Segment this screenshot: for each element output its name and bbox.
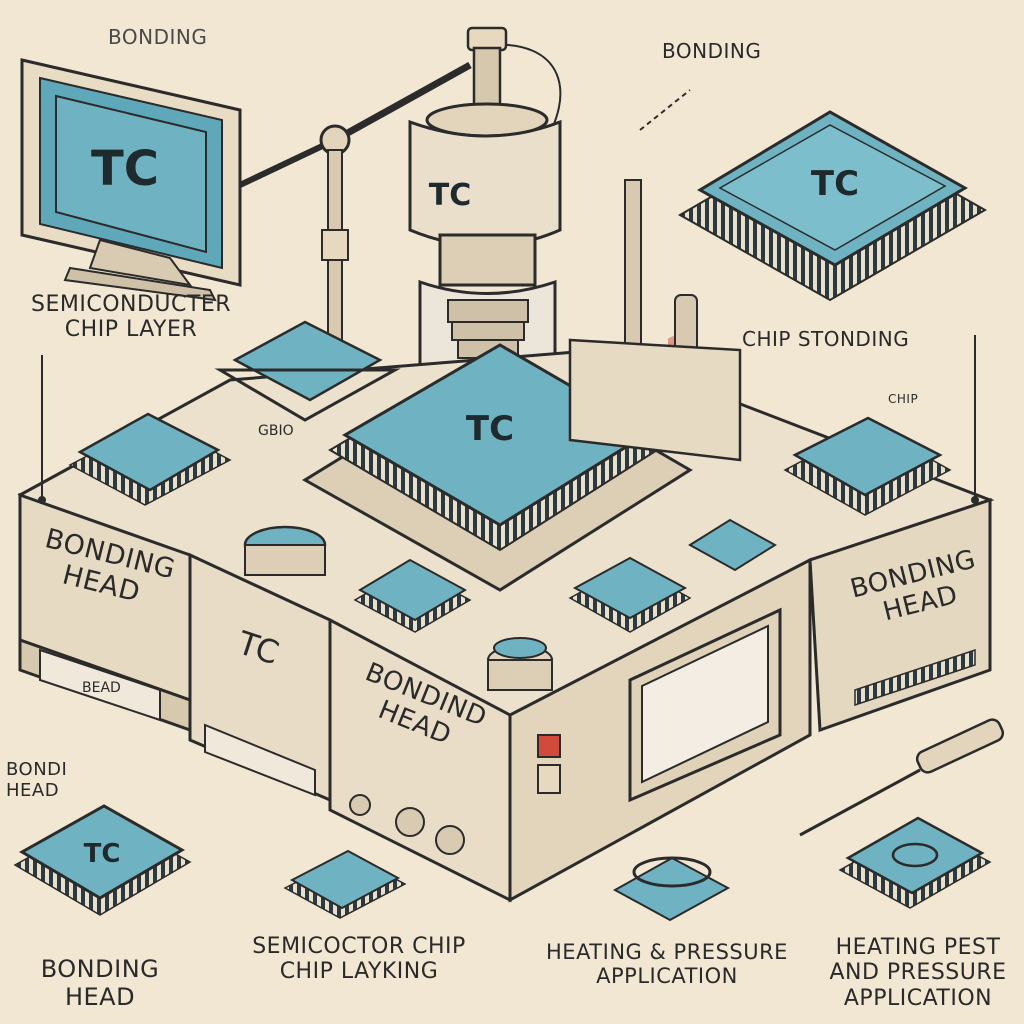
small-chip-label: GBIO bbox=[258, 423, 294, 439]
label-hpr-line2: AND PRESSURE bbox=[829, 960, 1007, 986]
label-small-right: CHIP bbox=[888, 392, 919, 406]
label-bondi-line2: HEAD bbox=[6, 779, 60, 801]
small-chips: GBIO bbox=[68, 179, 952, 691]
label-hpr-line3: APPLICATION bbox=[843, 985, 993, 1011]
label-sc-line2: CHIP LAYKING bbox=[279, 959, 439, 985]
label-semiconductor-chip: SEMICOCTOR CHIP CHIP LAYKING bbox=[214, 934, 504, 985]
label-sc-line1: SEMICOCTOR CHIP bbox=[252, 934, 466, 959]
label-semi-line2: CHIP LAYER bbox=[64, 317, 198, 343]
label-bottom-bonding-head: BONDING HEAD bbox=[20, 955, 180, 1011]
label-bbh-line2: HEAD bbox=[64, 982, 136, 1011]
top-right-chip: TC bbox=[677, 110, 988, 302]
label-top-right-bonding: BONDING bbox=[662, 39, 762, 63]
label-heating-pressure-right: HEATING PEST AND PRESSURE APPLICATION bbox=[818, 935, 1018, 1011]
bottom-items: TC bbox=[13, 89, 1005, 922]
label-semiconductor-chip-layer: SEMICONDUCTER CHIP LAYER bbox=[6, 292, 256, 343]
top-right-chip-tc-text: TC bbox=[811, 164, 859, 204]
label-semi-line1: SEMICONDUCTER bbox=[31, 292, 231, 317]
monitor-tc-text: TC bbox=[91, 141, 159, 197]
label-chip-stonding: CHIP STONDING bbox=[742, 327, 910, 351]
front-panel-small-text: BEAD bbox=[82, 680, 121, 696]
overhead-arm bbox=[238, 43, 562, 391]
head-tc-text: TC bbox=[429, 178, 471, 213]
label-hpr-line1: HEATING PEST bbox=[835, 935, 1001, 960]
label-hp-line1: HEATING & PRESSURE bbox=[546, 940, 788, 964]
label-bondi-head: BONDI HEAD bbox=[6, 759, 68, 801]
label-hp-line2: APPLICATION bbox=[596, 964, 738, 989]
bottom-left-chip-tc-text: TC bbox=[84, 839, 121, 869]
label-bbh-line1: BONDING bbox=[40, 955, 160, 983]
label-heating-pressure: HEATING & PRESSURE APPLICATION bbox=[522, 940, 812, 988]
center-chip-tc-text: TC bbox=[466, 409, 514, 449]
label-top-left-bonding: BONDING bbox=[108, 25, 208, 49]
monitor: TC bbox=[20, 58, 242, 302]
label-bondi-line1: BONDI bbox=[6, 759, 68, 780]
